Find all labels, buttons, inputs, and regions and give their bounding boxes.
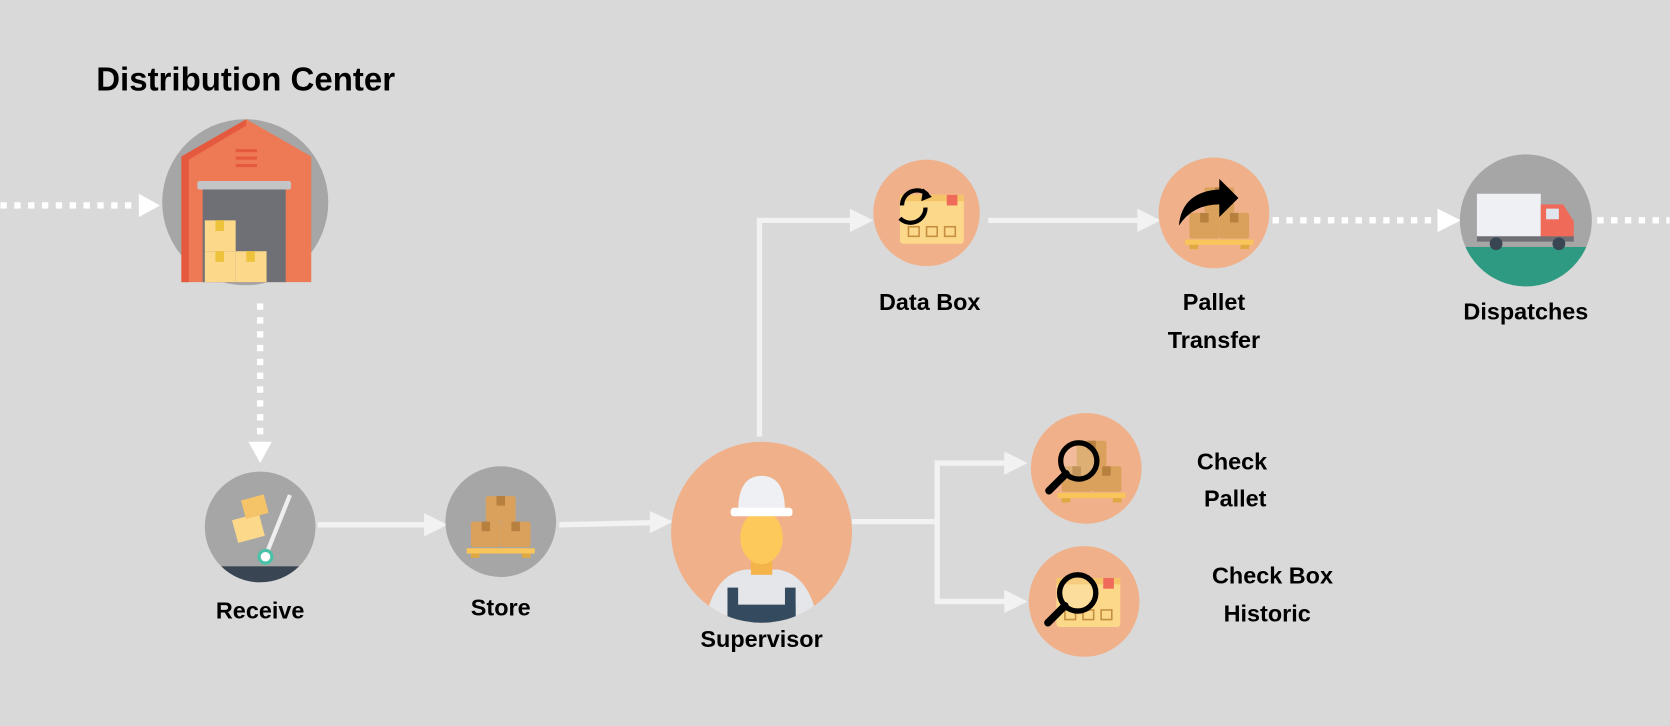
check-pallet-label-line1: Check [1197,448,1268,474]
store-node[interactable]: Store [445,466,557,620]
pallet-transfer-node[interactable]: Pallet Transfer [1158,157,1270,354]
check-box-historic-node[interactable]: Check Box Historic [1028,546,1333,657]
dispatches-node[interactable]: Dispatches [1459,154,1597,324]
receive-label: Receive [216,597,305,623]
check-box-historic-label-line1: Check Box [1212,562,1333,588]
store-label: Store [471,594,531,620]
box-magnifier-icon [1048,575,1122,628]
connector-supervisor-to-data-box [756,208,874,437]
truck-icon [1476,193,1574,251]
connector-receive-to-store [317,513,448,537]
data-box-node[interactable]: Data Box [873,159,980,315]
connector-pallet-transfer-to-dispatches [1272,208,1461,233]
distribution-center-node[interactable] [162,119,329,286]
pallet-forward-icon [1178,178,1254,249]
supervisor-label: Supervisor [700,626,822,652]
connector-store-to-supervisor [559,510,674,534]
receive-node[interactable]: Receive [203,471,320,624]
box-sync-icon [898,188,965,245]
warehouse-icon [181,119,312,283]
connector-data-box-to-pallet-transfer [988,208,1161,233]
supervisor-node[interactable]: Supervisor [671,441,853,652]
check-pallet-label-line2: Pallet [1204,486,1267,512]
check-pallet-node[interactable]: Check Pallet [1030,413,1268,524]
pallet-transfer-label-line1: Pallet [1183,289,1246,315]
pallet-transfer-label-line2: Transfer [1168,327,1260,353]
connector-supervisor-to-checks [852,451,1028,614]
connector-incoming [0,193,161,218]
data-box-label: Data Box [879,289,980,315]
diagram-title: Distribution Center [96,60,395,97]
hand-truck-icon [232,494,292,565]
connector-dc-to-receive [248,303,272,464]
dispatches-label: Dispatches [1463,298,1588,324]
check-box-historic-label-line2: Historic [1224,601,1311,627]
